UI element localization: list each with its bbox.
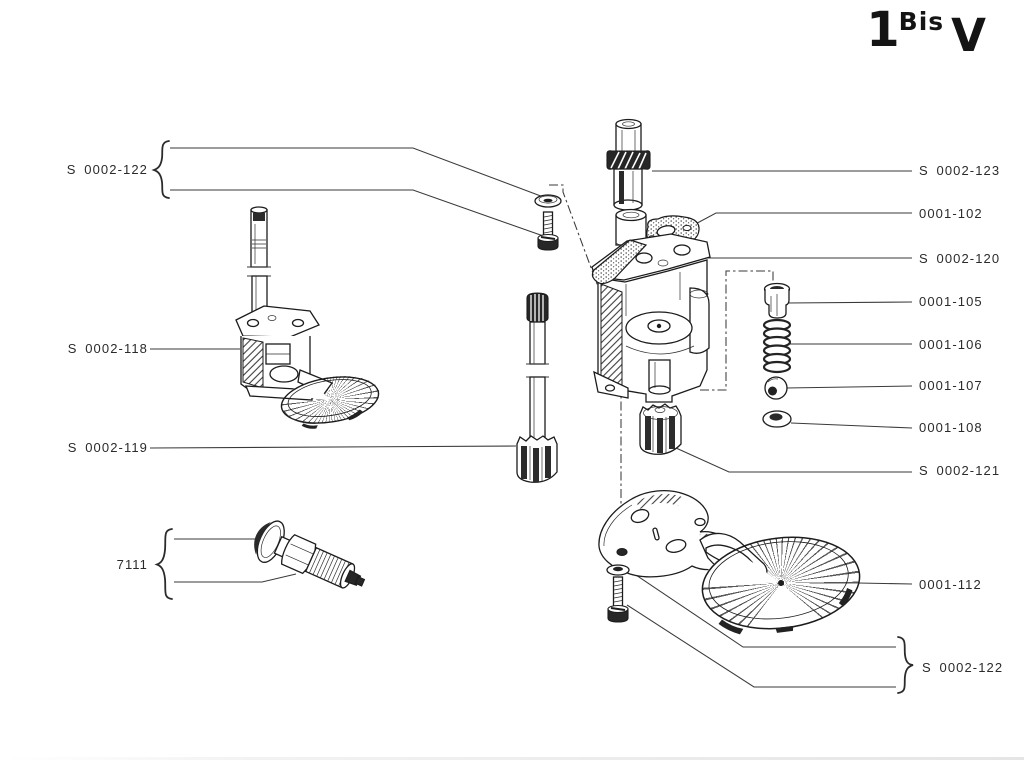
page-edge-shadow — [0, 757, 1024, 760]
relief-valve-spring — [762, 318, 792, 374]
part-label-s0002-122-upper: S 0002-122 — [66, 162, 148, 177]
relief-valve-ball — [764, 376, 788, 400]
part-label-0001-105: 0001-105 — [919, 294, 983, 309]
part-label-0001-107: 0001-107 — [919, 378, 983, 393]
part-label-s0002-120: S 0002-120 — [919, 251, 1001, 266]
strainer-disc — [701, 536, 861, 635]
group-braces — [151, 140, 914, 694]
oil-filter-plug — [254, 520, 366, 589]
part-label-s0002-122-lower: S 0002-122 — [922, 660, 1004, 675]
upper-screw — [537, 211, 559, 251]
part-label-0001-102: 0001-102 — [919, 206, 983, 221]
part-label-s0002-118: S 0002-118 — [67, 341, 148, 356]
upper-washer — [534, 194, 562, 208]
plate-letter: V — [951, 9, 986, 62]
drive-gear — [606, 118, 651, 211]
leader-lines — [149, 147, 913, 688]
part-label-0001-108: 0001-108 — [919, 420, 983, 435]
lower-screw — [607, 576, 629, 623]
plate-number: 1 — [866, 2, 899, 58]
part-label-s0002-123: S 0002-123 — [919, 163, 1001, 178]
part-label-s0002-119: S 0002-119 — [67, 440, 148, 455]
lower-washer — [606, 564, 630, 576]
idler-gear — [639, 403, 682, 455]
oil-pump-assembly — [235, 206, 380, 429]
part-label-0001-106: 0001-106 — [919, 337, 983, 352]
part-label-0001-112: 0001-112 — [919, 577, 982, 592]
pump-body — [591, 233, 711, 403]
part-label-7111: 7111 — [116, 557, 148, 572]
part-label-s0002-121: S 0002-121 — [919, 463, 1001, 478]
relief-valve-plunger — [763, 282, 791, 319]
plate-code: 1 Bis V — [866, 6, 986, 58]
relief-valve-seat — [762, 410, 792, 428]
plate-bis-superscript: Bis — [898, 7, 945, 36]
pump-shaft — [516, 292, 558, 483]
